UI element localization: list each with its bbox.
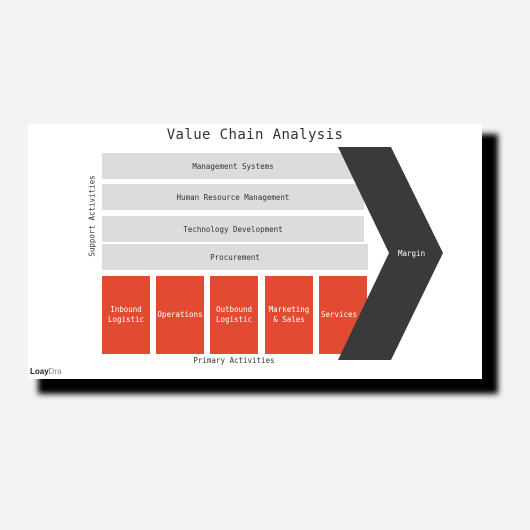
margin-chevron-shape xyxy=(338,147,443,360)
support-bar-hr: Human Resource Management xyxy=(102,184,364,210)
primary-box-label: Marketing & Sales xyxy=(268,305,310,324)
diagram-slide: Value Chain Analysis Support Activities … xyxy=(28,124,482,379)
support-bar-technology: Technology Development xyxy=(102,216,364,242)
primary-box-outbound: Outbound Logistic xyxy=(210,276,258,354)
margin-label: Margin xyxy=(398,249,426,258)
brand-logo: LoayDra xyxy=(30,367,62,376)
primary-box-label: Operations xyxy=(157,310,203,319)
diagram-title: Value Chain Analysis xyxy=(166,127,344,143)
primary-box-label: Services xyxy=(320,310,358,319)
primary-box-inbound: Inbound Logistic xyxy=(102,276,150,354)
primary-activities-label: Primary Activities xyxy=(193,356,275,365)
primary-box-marketing: Marketing & Sales xyxy=(265,276,313,354)
support-activities-label: Support Activities xyxy=(87,175,97,257)
logo-light: Dra xyxy=(48,367,62,376)
logo-bold: Loay xyxy=(30,367,49,376)
support-bar-management: Management Systems xyxy=(102,153,364,179)
margin-chevron xyxy=(338,147,443,360)
primary-box-label: Inbound Logistic xyxy=(107,305,145,324)
primary-box-operations: Operations xyxy=(156,276,204,354)
support-bar-procurement: Procurement xyxy=(102,244,368,270)
primary-box-label: Outbound Logistic xyxy=(215,305,253,324)
